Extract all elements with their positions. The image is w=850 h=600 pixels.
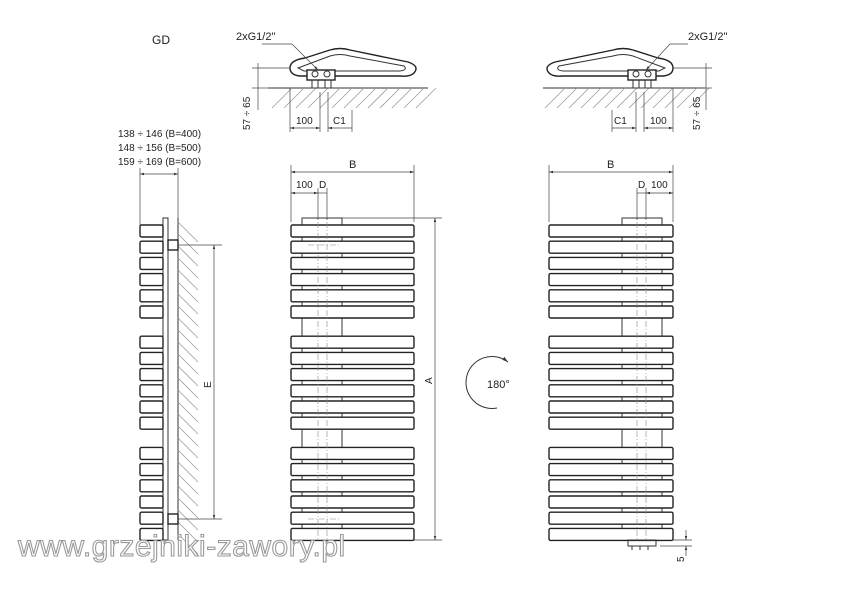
height-label: 57 ÷ 65 [242,96,253,130]
height-label: 57 ÷ 65 [692,96,703,130]
side-bar [139,351,164,366]
rotation-label: 180° [487,379,510,391]
wall-hatch [544,87,710,109]
wall-hatch [177,221,199,555]
towel-bar [290,527,415,542]
side-frame [162,217,169,541]
towel-bar [548,416,674,430]
front-bars [548,224,674,542]
depth-label-3: 159 ÷ 169 (B=600) [118,157,201,168]
towel-bar [290,479,415,493]
width-b-label: B [349,159,356,171]
towel-bar [290,446,415,461]
towel-bar [290,416,415,430]
wall-bracket-top [167,239,179,251]
side-bar [139,335,164,349]
spacing-label: 100 [296,116,313,127]
spacing-label: 100 [651,180,668,191]
side-bar [139,462,164,477]
towel-bar [290,400,415,414]
connection-block [627,69,657,81]
spacing-label: 100 [296,180,313,191]
top-view-left: 2xG1/2" 57 ÷ 65 100 C1 [236,31,437,132]
towel-bar [290,367,415,382]
connection-size-label: 2xG1/2" [236,31,275,43]
side-bar [139,511,164,525]
towel-bar [548,240,674,254]
connection-size-label: 2xG1/2" [688,31,727,43]
offset-label: C1 [614,116,627,127]
towel-bar [548,479,674,493]
side-bar [139,240,164,254]
towel-bar [290,335,415,349]
towel-bar [290,272,415,287]
offset-label: C1 [333,116,346,127]
towel-bar [548,527,674,542]
wall-hatch [271,87,437,109]
valve-block [627,539,657,547]
side-bar [139,256,164,271]
width-b-label: B [607,159,614,171]
towel-bar [548,511,674,525]
towel-bar [548,289,674,303]
towel-bar [290,224,415,238]
towel-bar [548,384,674,398]
side-bar [139,416,164,430]
towel-bar [548,351,674,366]
towel-bar [290,305,415,319]
connection-block [306,69,336,81]
towel-bar [290,256,415,271]
depth-label-2: 148 ÷ 156 (B=500) [118,143,201,154]
towel-bar [548,335,674,349]
towel-bar [548,256,674,271]
towel-bar [290,511,415,525]
side-bar [139,384,164,398]
towel-bar [290,495,415,509]
side-view: 138 ÷ 146 (B=400) 148 ÷ 156 (B=500) 159 … [118,129,222,555]
radiator-top-outline [546,47,674,77]
towel-bar [290,351,415,366]
towel-bar [290,289,415,303]
towel-bar [548,446,674,461]
side-bar [139,479,164,493]
towel-bar [548,305,674,319]
top-view-right: 2xG1/2" 57 ÷ 65 C1 100 [543,31,727,132]
towel-bar [290,240,415,254]
d-label: D [319,180,326,191]
side-bar [139,446,164,461]
front-view-right: B D 100 5 [548,159,692,562]
rotation-indicator: 180° [465,355,510,409]
towel-bar [548,400,674,414]
radiator-top-outline [289,47,417,77]
towel-bar [548,462,674,477]
side-bar [139,305,164,319]
side-bar [139,495,164,509]
spacing-label: 100 [650,116,667,127]
towel-bar [290,462,415,477]
height-a-label: A [424,377,435,384]
towel-bar [548,224,674,238]
front-view-left: B 100 D A [290,159,442,542]
towel-bar [548,272,674,287]
model-code: GD [152,33,170,47]
side-bar [139,527,164,542]
front-bars [290,224,415,542]
towel-bar [548,367,674,382]
height-e-label: E [203,381,214,388]
side-bar [139,224,164,238]
side-bar [139,367,164,382]
bottom-gap-label: 5 [676,556,687,562]
d-label: D [638,180,645,191]
side-bar [139,289,164,303]
wall-bracket-bottom [167,513,179,525]
side-bar [139,272,164,287]
side-bars [139,224,164,542]
side-bar [139,400,164,414]
watermark-text: www.grzejniki-zawory.pl [17,530,346,563]
towel-bar [548,495,674,509]
depth-label-1: 138 ÷ 146 (B=400) [118,129,201,140]
towel-bar [290,384,415,398]
